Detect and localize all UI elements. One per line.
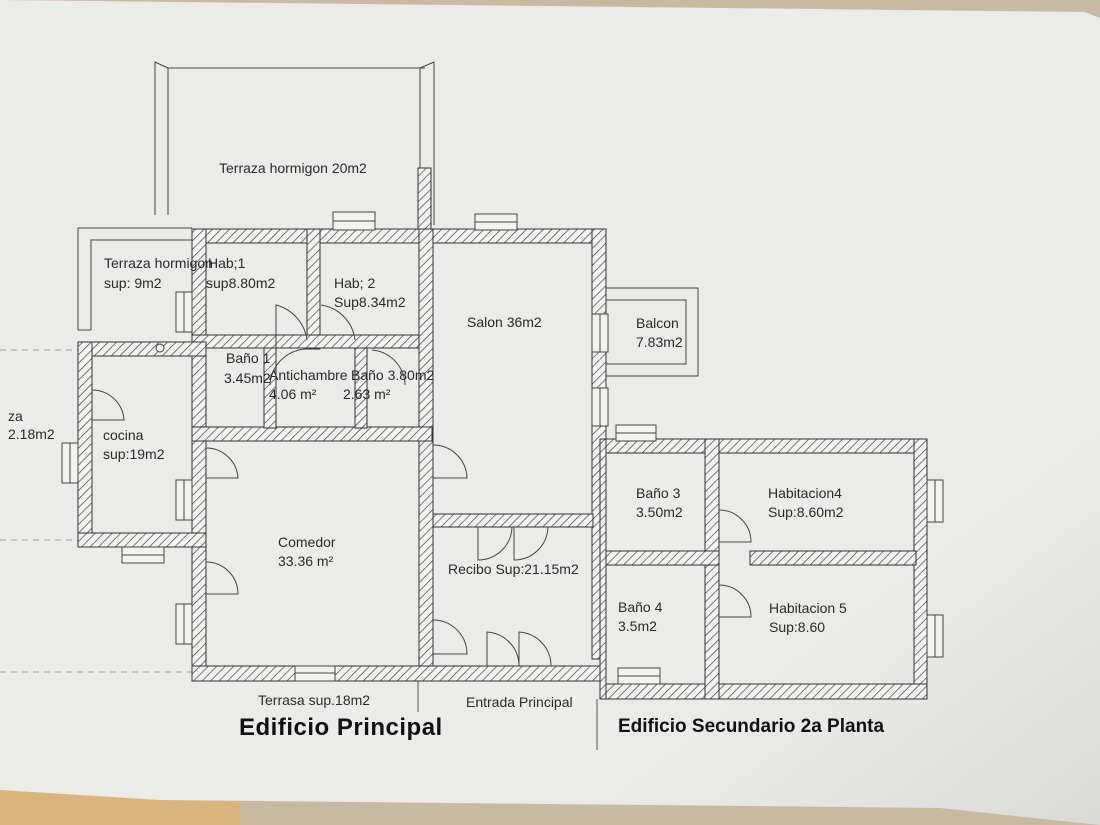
label-comedor-area: 33.36 m² [278,553,334,569]
label-bano4-name: Baño 4 [618,599,663,615]
label-bano3-area: 3.50m2 [636,504,683,520]
balcon-outline [605,287,699,377]
label-bano-380-name: Baño 3.80m2 [351,367,435,383]
terraza-9-outline [77,227,192,331]
windows [61,211,944,685]
label-za-area: 2.18m2 [8,426,55,442]
secondary-building-walls [599,438,928,700]
label-terraza-9-area: sup: 9m2 [104,275,162,291]
label-bano1-name: Baño 1 [226,350,271,366]
door-swings [91,304,752,667]
label-hab1-area: sup8.80m2 [206,275,276,291]
kitchen-walls [77,341,207,548]
label-hab4-area: Sup:8.60m2 [768,504,844,520]
label-hab1-name: Hab;1 [208,255,246,271]
label-terraza-20: Terraza hormigon 20m2 [219,160,367,176]
label-terrasa: Terrasa sup.18m2 [258,692,371,708]
label-bano4-area: 3.5m2 [618,618,657,634]
dashed-reference-lines [0,349,200,673]
label-hab2-name: Hab; 2 [334,275,376,291]
label-bano3-name: Baño 3 [636,485,681,501]
label-cocina-area: sup:19m2 [103,446,165,462]
title-edificio-principal: Edificio Principal [239,714,443,741]
terraza-post [417,167,432,234]
label-balcon-area: 7.83m2 [636,334,683,350]
title-edificio-secundario: Edificio Secundario 2a Planta [618,716,885,737]
site-lines [417,681,598,750]
label-hab5-area: Sup:8.60 [769,619,826,635]
label-terraza-9-name: Terraza hormigon [104,255,213,271]
label-za: za [8,408,23,424]
label-hab4-name: Habitacion4 [768,485,842,501]
label-recibo: Recibo Sup:21.15m2 [448,561,579,577]
terraza-20-outline [154,61,435,225]
label-salon: Salon 36m2 [467,314,542,330]
label-bano1-area: 3.45m2 [224,370,271,386]
label-comedor-name: Comedor [278,534,336,550]
label-entrada: Entrada Principal [466,694,573,710]
label-antichambre-name: Antichambre [269,367,348,383]
label-hab5-name: Habitacion 5 [769,600,847,616]
label-cocina-name: cocina [103,427,144,443]
label-hab2-area: Sup8.34m2 [334,294,406,310]
label-bano-380-area: 2.63 m² [343,386,391,402]
label-antichambre-area: 4.06 m² [269,386,317,402]
label-balcon-name: Balcon [636,315,679,331]
